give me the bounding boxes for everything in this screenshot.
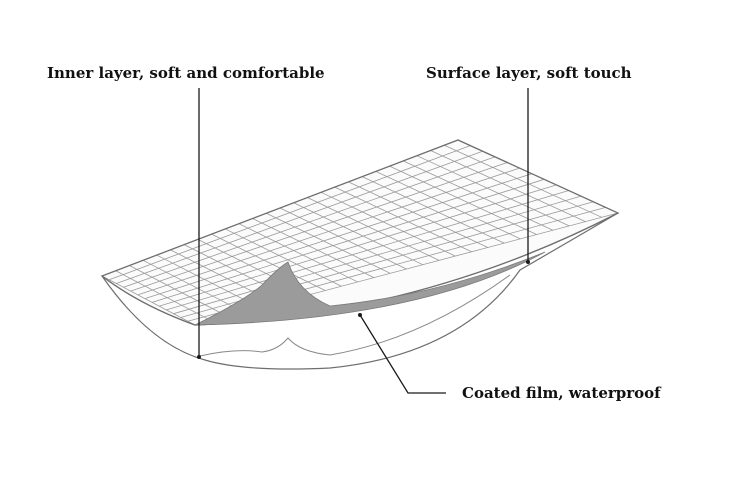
coated-film-peel [194, 251, 546, 326]
surface-layer-label: Surface layer, soft touch [426, 64, 632, 82]
grid-lines [102, 140, 618, 325]
surface-layer-grid [102, 140, 618, 325]
coated-film-label: Coated film, waterproof [462, 384, 662, 402]
inner-layer-label: Inner layer, soft and comfortable [47, 64, 325, 82]
surface-layer-leader-dot [526, 260, 530, 264]
coated-film-leader-dot [358, 313, 362, 317]
underside-fold-line [199, 274, 511, 357]
coated-film-leader [359, 314, 446, 394]
inner-layer-leader-dot [197, 355, 201, 359]
